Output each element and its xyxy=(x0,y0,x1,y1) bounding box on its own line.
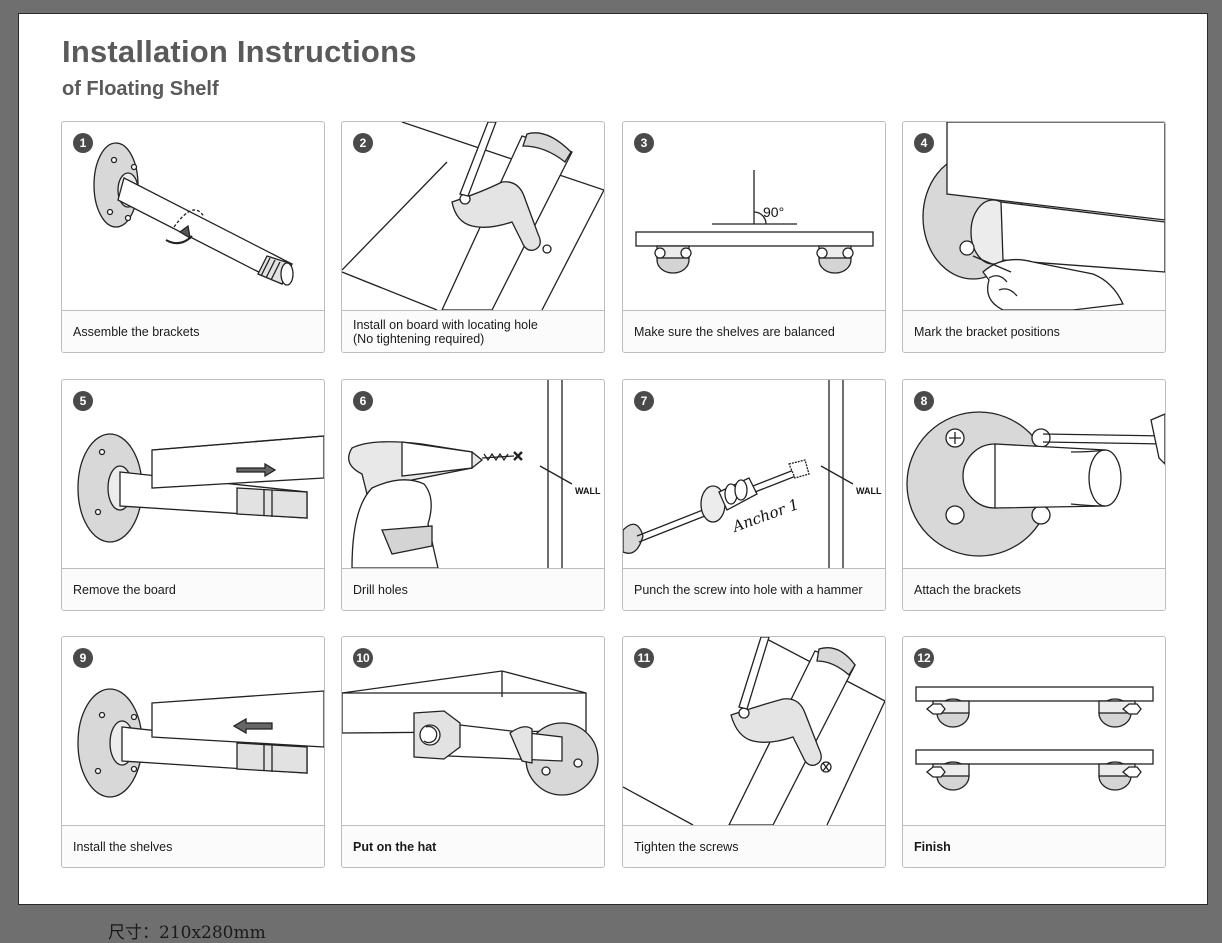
step-caption: Install the shelves xyxy=(62,825,324,867)
balance-shelves-illustration: 90° xyxy=(635,170,874,274)
step-card-7: 7 WALL Anchor 1 Punch the screw into hol… xyxy=(622,379,886,611)
step-caption: Mark the bracket positions xyxy=(903,310,1165,352)
drill-holes-illustration: WALL xyxy=(348,380,601,568)
step-caption: Assemble the brackets xyxy=(62,310,324,352)
step-number-badge: 3 xyxy=(634,133,654,153)
remove-board-illustration xyxy=(77,433,324,543)
step-card-10: 10 Put on the hat xyxy=(341,636,605,868)
page-title: Installation Instructions xyxy=(62,34,417,69)
step-number-badge: 8 xyxy=(914,391,934,411)
step-caption: Punch the screw into hole with a hammer xyxy=(623,568,885,610)
step-card-6: 6 WALL Drill holes xyxy=(341,379,605,611)
mark-positions-illustration xyxy=(922,122,1165,310)
step-number-badge: 5 xyxy=(73,391,93,411)
put-on-hat-illustration xyxy=(342,670,599,796)
step-number-badge: 2 xyxy=(353,133,373,153)
step-caption: Tighten the screws xyxy=(623,825,885,867)
angle-label: 90° xyxy=(763,204,784,220)
install-shelves-illustration xyxy=(77,688,324,798)
step-caption: Put on the hat xyxy=(342,825,604,867)
step-card-4: 4 Mark the bracket positions xyxy=(902,121,1166,353)
step-card-12: 12 Finish xyxy=(902,636,1166,868)
attach-brackets-illustration xyxy=(906,411,1165,557)
step-card-5: 5 Remove the board xyxy=(61,379,325,611)
wall-label: WALL xyxy=(856,486,882,496)
step-card-8: 8 Attach the brackets xyxy=(902,379,1166,611)
step-card-11: 11 Tighten the screws xyxy=(622,636,886,868)
size-note: 尺寸：210x280mm xyxy=(108,923,266,943)
hammer-anchor-illustration: WALL Anchor 1 xyxy=(623,380,882,568)
step-caption: Attach the brackets xyxy=(903,568,1165,610)
step-card-3: 3 90° Make sure the shelves are balanced xyxy=(622,121,886,353)
step-number-badge: 6 xyxy=(353,391,373,411)
step-caption: Make sure the shelves are balanced xyxy=(623,310,885,352)
wall-label: WALL xyxy=(575,486,601,496)
step-number-badge: 1 xyxy=(73,133,93,153)
step-caption: Remove the board xyxy=(62,568,324,610)
step-caption: Finish xyxy=(903,825,1165,867)
step-number-badge: 7 xyxy=(634,391,654,411)
install-board-illustration xyxy=(342,122,604,310)
step-card-9: 9 Install the shelves xyxy=(61,636,325,868)
step-number-badge: 11 xyxy=(634,648,654,668)
page-subtitle: of Floating Shelf xyxy=(62,78,219,100)
tighten-screws-illustration xyxy=(623,637,885,825)
finished-shelves-illustration xyxy=(915,686,1154,791)
step-number-badge: 9 xyxy=(73,648,93,668)
step-card-2: 2 Install on board with locating hole (N… xyxy=(341,121,605,353)
step-card-1: 1 Assemble the brackets xyxy=(61,121,325,353)
assemble-bracket-illustration xyxy=(93,142,294,286)
step-number-badge: 4 xyxy=(914,133,934,153)
step-caption: Install on board with locating hole (No … xyxy=(342,310,604,352)
step-caption: Drill holes xyxy=(342,568,604,610)
step-number-badge: 10 xyxy=(353,648,373,668)
step-number-badge: 12 xyxy=(914,648,934,668)
